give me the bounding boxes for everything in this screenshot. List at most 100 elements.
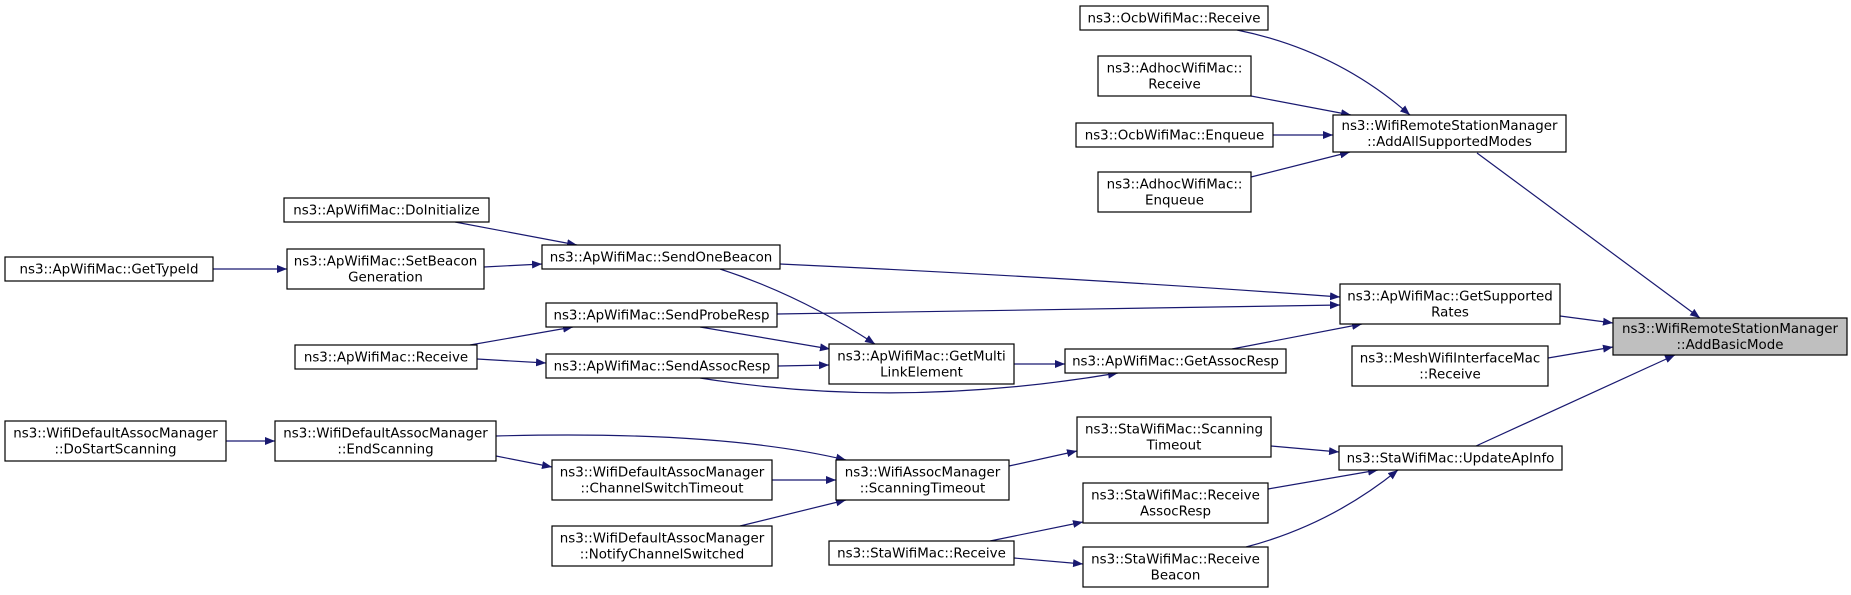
node-box [1075,122,1274,148]
node-label-line: ns3::WifiDefaultAssocManager [283,427,488,442]
node-box [541,244,781,270]
node-gettypeid[interactable]: ns3::ApWifiMac::GetTypeId [4,256,214,282]
node-label-line: ::EndScanning [337,443,433,458]
node-sendproberesp[interactable]: ns3::ApWifiMac::SendProbeResp [545,302,778,328]
edge-getassocresp-to-getsupported [1231,321,1363,350]
node-getassocresp[interactable]: ns3::ApWifiMac::GetAssocResp [1064,348,1287,374]
node-label-line: ::Receive [1419,368,1480,383]
node-label-line: ns3::AdhocWifiMac:: [1107,178,1243,193]
node-adhocenq[interactable]: ns3::AdhocWifiMac::Enqueue [1097,171,1252,213]
edge-scantimeout-to-updateap [1270,445,1340,456]
edge-sendonebeacon-to-getmulti [719,268,876,345]
node-label-line: ns3::WifiRemoteStationManager [1341,119,1558,134]
node-box [4,256,214,282]
node-label-line: AssocResp [1140,505,1211,520]
node-starecv[interactable]: ns3::StaWifiMac::Receive [828,540,1015,566]
node-label-line: ns3::StaWifiMac::Receive [1091,553,1260,568]
node-box [1079,5,1269,31]
node-box [835,459,1010,501]
node-box [294,344,478,370]
node-box [283,197,490,223]
edge-starecv-to-recvbeacon [1013,557,1084,568]
node-box [1612,317,1848,356]
node-label-line: ns3::ApWifiMac::SendProbeResp [553,309,769,324]
edge-sendassocresp-to-getassocresp [699,370,1119,394]
node-doinit[interactable]: ns3::ApWifiMac::DoInitialize [283,197,490,223]
node-label-line: ns3::StaWifiMac::Scanning [1085,423,1263,438]
node-label-line: Generation [348,271,423,286]
edge-doinit-to-sendonebeacon [454,221,578,248]
node-box [1332,114,1567,153]
edge-sendonebeacon-to-getsupported [779,263,1341,301]
edge-endscan-to-chswitch [495,455,553,469]
node-meshrecv[interactable]: ns3::MeshWifiInterfaceMac::Receive [1351,345,1549,387]
node-label-line: ns3::ApWifiMac::GetAssocResp [1072,355,1279,370]
node-label-line: ns3::StaWifiMac::Receive [837,547,1006,562]
edge-starecv-to-recvassocresp [989,520,1084,542]
node-ocbrecv[interactable]: ns3::OcbWifiMac::Receive [1079,5,1269,31]
node-label-line: ::ScanningTimeout [860,482,985,497]
node-label-line: Timeout [1146,439,1202,454]
edges-layer [213,29,1701,568]
node-label-line: ns3::OcbWifiMac::Enqueue [1085,129,1265,144]
node-box [286,248,485,290]
node-ocbenq[interactable]: ns3::OcbWifiMac::Enqueue [1075,122,1274,148]
edge-aprecv-to-sendproberesp [469,324,574,346]
node-label-line: ns3::ApWifiMac::DoInitialize [293,204,479,219]
node-label-line: ns3::ApWifiMac::GetSupported [1347,290,1552,305]
node-label-line: ::ChannelSwitchTimeout [581,482,744,497]
node-sendonebeacon[interactable]: ns3::ApWifiMac::SendOneBeacon [541,244,781,270]
node-chswitch[interactable]: ns3::WifiDefaultAssocManager::ChannelSwi… [551,459,773,501]
node-box [545,353,779,379]
node-box [274,420,497,462]
edge-aprecv-to-sendassocresp [476,358,547,367]
node-box [1339,283,1561,325]
node-label-line: ns3::AdhocWifiMac:: [1107,62,1243,77]
node-label-line: LinkElement [880,366,963,381]
node-dostart[interactable]: ns3::WifiDefaultAssocManager::DoStartSca… [4,420,227,462]
edge-addall-to-addbasic [1476,152,1701,319]
node-label-line: ns3::ApWifiMac::Receive [304,351,468,366]
node-label-line: ns3::WifiDefaultAssocManager [13,427,218,442]
edge-recvassocresp-to-updateap [1267,467,1379,490]
node-label-line: ::AddAllSupportedModes [1367,135,1532,150]
node-label-line: ns3::OcbWifiMac::Receive [1087,12,1260,27]
node-box [1097,55,1252,97]
node-box [551,525,773,567]
node-box [1082,546,1269,588]
edge-adhocrecv-to-addall [1250,95,1352,118]
node-adhocrecv[interactable]: ns3::AdhocWifiMac::Receive [1097,55,1252,97]
node-label-line: ns3::ApWifiMac::GetTypeId [20,263,199,278]
node-label-line: ns3::ApWifiMac::SendAssocResp [554,360,771,375]
node-assocscan[interactable]: ns3::WifiAssocManager::ScanningTimeout [835,459,1010,501]
node-box [551,459,773,501]
node-sendassocresp[interactable]: ns3::ApWifiMac::SendAssocResp [545,353,779,379]
node-label-line: ::DoStartScanning [55,443,177,458]
edge-meshrecv-to-addbasic [1547,344,1614,359]
node-box [828,540,1015,566]
node-scantimeout[interactable]: ns3::StaWifiMac::ScanningTimeout [1076,416,1272,458]
node-addall[interactable]: ns3::WifiRemoteStationManager::AddAllSup… [1332,114,1567,153]
edge-sendproberesp-to-getsupported [776,301,1341,315]
edge-setbeacon-to-sendonebeacon [483,260,543,269]
node-label-line: ns3::WifiDefaultAssocManager [560,532,765,547]
node-label-line: ns3::WifiRemoteStationManager [1622,322,1839,337]
node-label-line: ns3::ApWifiMac::SendOneBeacon [550,251,773,266]
edge-ocbrecv-to-addall [1236,29,1411,116]
node-label-line: ns3::WifiAssocManager [845,466,1001,481]
node-box [828,343,1015,385]
node-updateap[interactable]: ns3::StaWifiMac::UpdateApInfo [1338,445,1563,471]
edge-sendassocresp-to-getmulti [777,361,830,370]
node-endscan[interactable]: ns3::WifiDefaultAssocManager::EndScannin… [274,420,497,462]
node-label-line: Rates [1431,306,1469,321]
node-label-line: ns3::WifiDefaultAssocManager [560,466,765,481]
node-aprecv[interactable]: ns3::ApWifiMac::Receive [294,344,478,370]
node-label-line: Beacon [1151,569,1201,584]
node-notifych[interactable]: ns3::WifiDefaultAssocManager::NotifyChan… [551,525,773,567]
node-addbasic[interactable]: ns3::WifiRemoteStationManager::AddBasicM… [1612,317,1848,356]
